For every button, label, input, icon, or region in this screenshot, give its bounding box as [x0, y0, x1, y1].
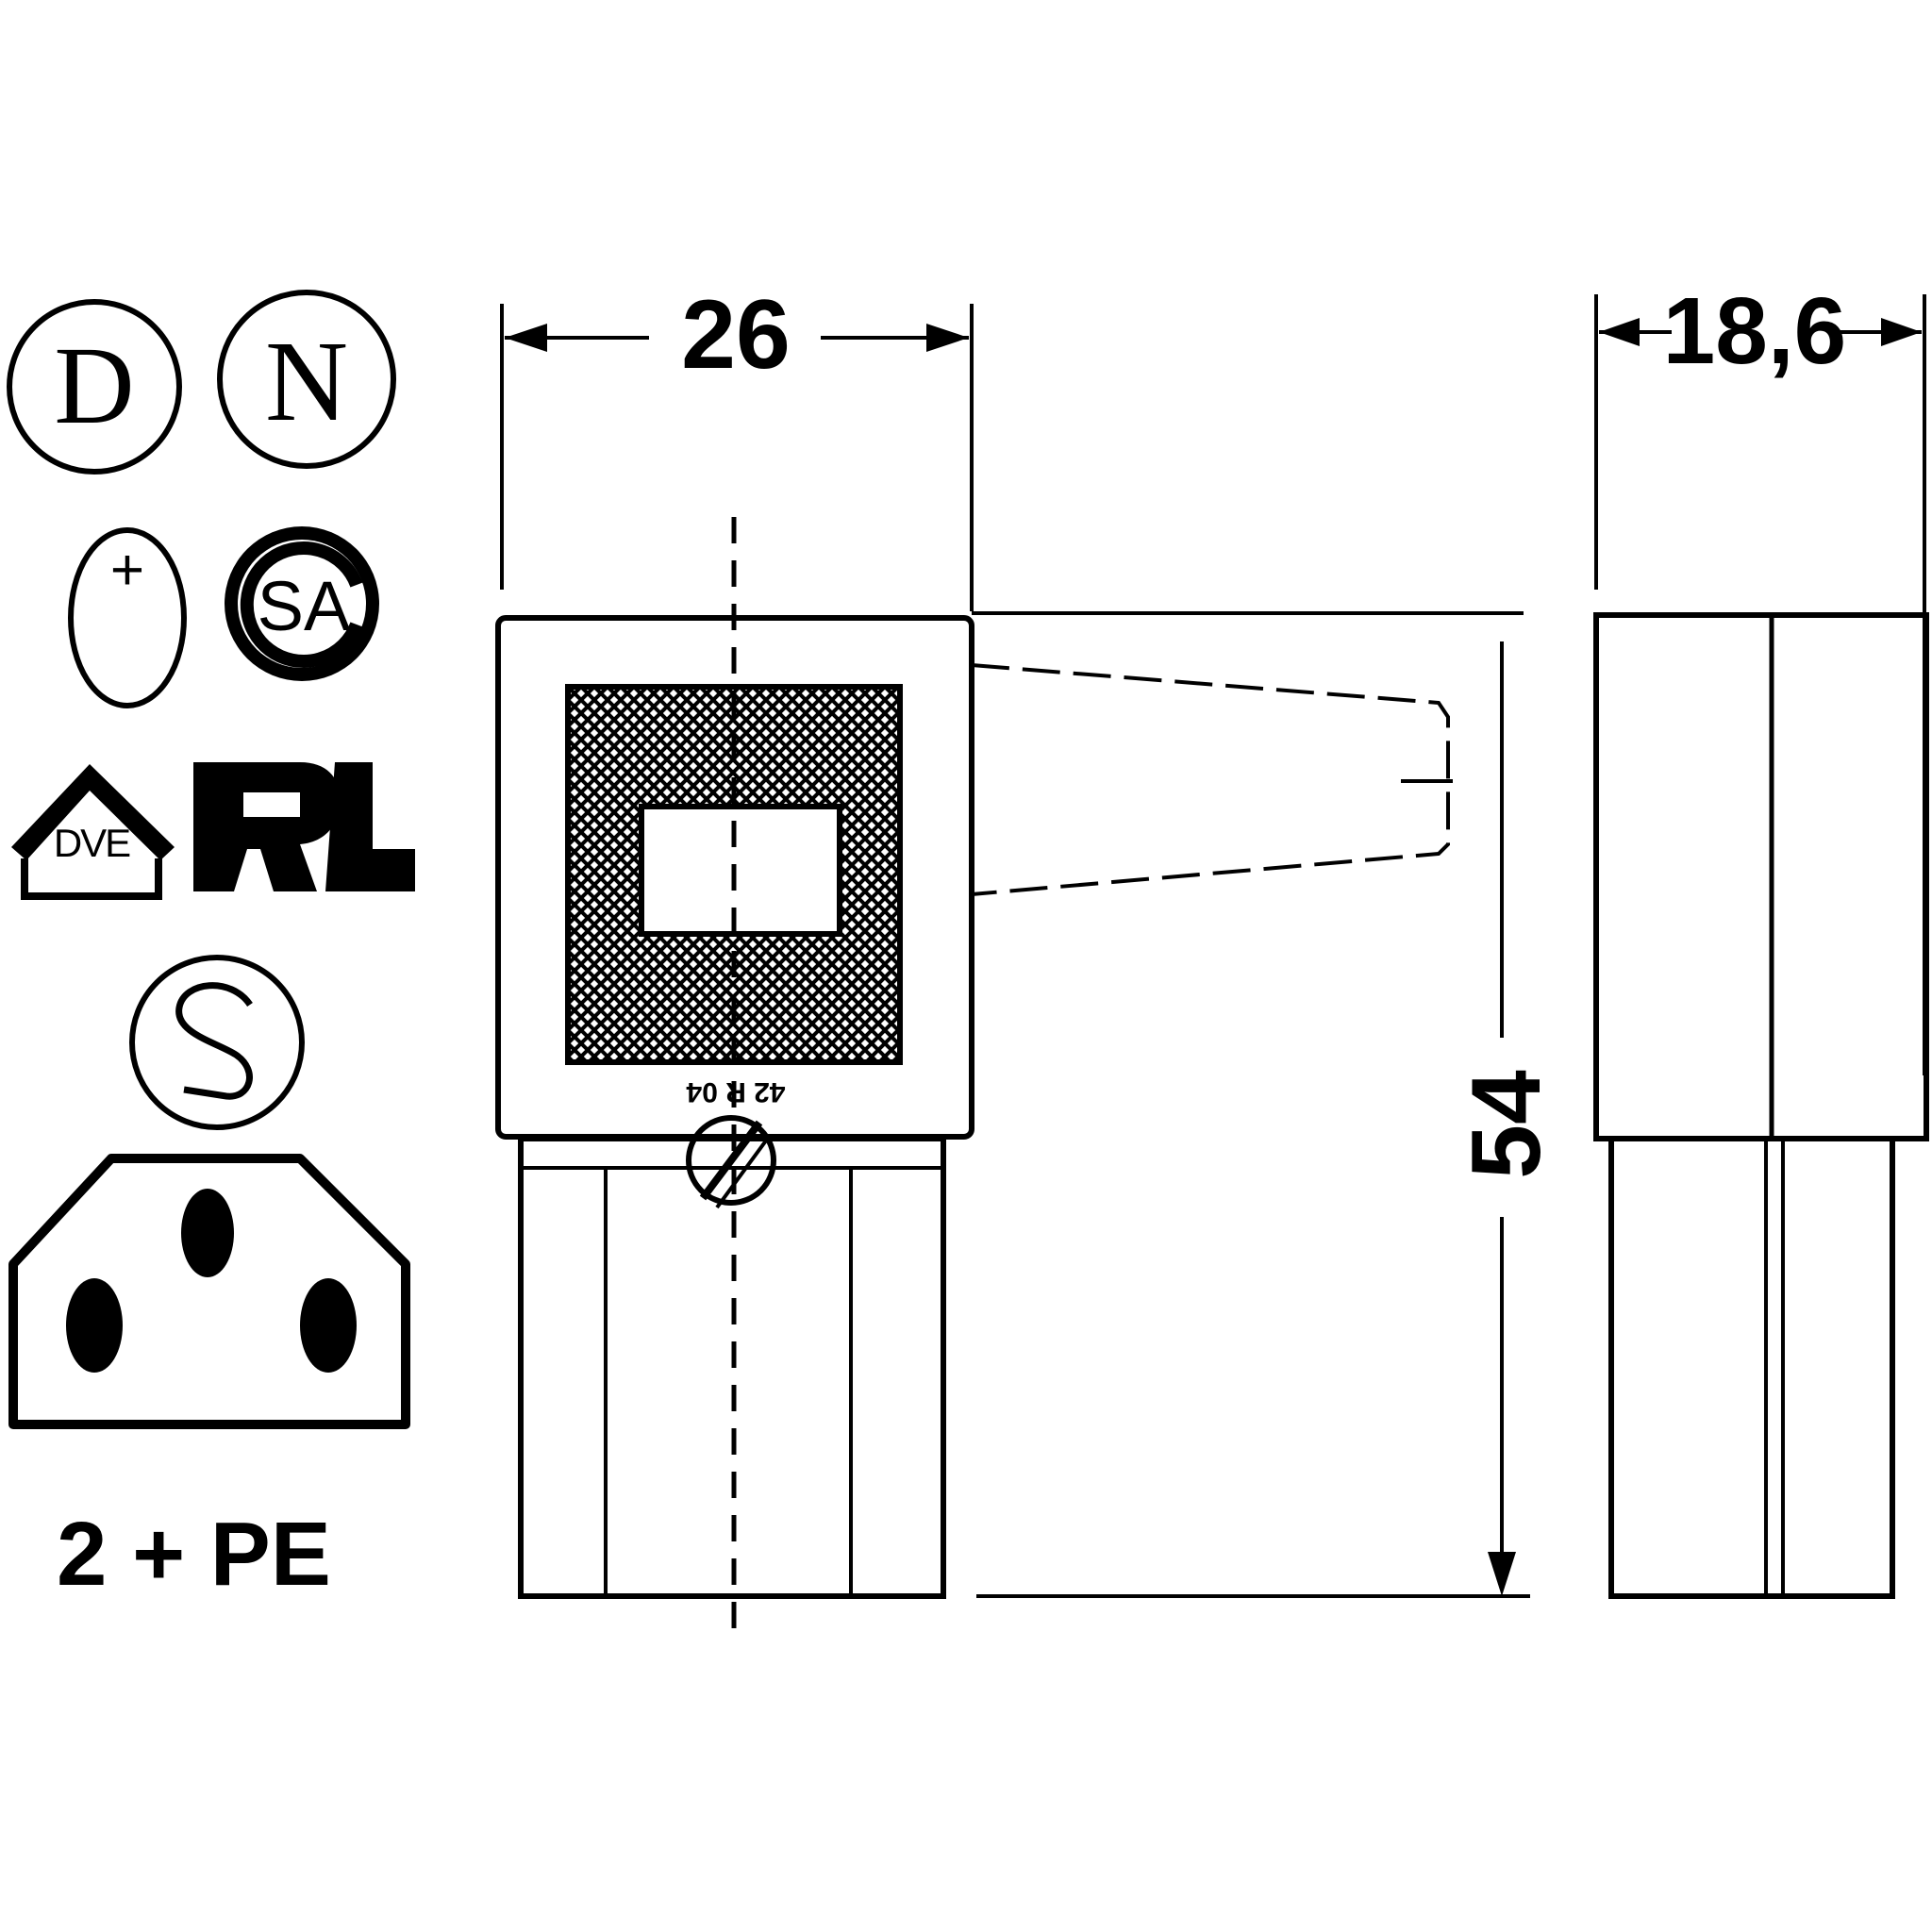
side-housing-body: [1593, 612, 1929, 1141]
csa-mark-logo: SA: [225, 526, 379, 681]
dimension-height-54-text: 54: [1452, 1070, 1561, 1179]
s-plus-mark-letter: S: [100, 596, 156, 690]
socket-right-pin-hole: [300, 1278, 357, 1373]
socket-left-pin-hole: [66, 1278, 123, 1373]
s-plus-mark-plus: +: [110, 538, 144, 603]
vde-mark-logo: DVE: [11, 764, 175, 900]
csa-mark-letters: SA: [258, 567, 351, 645]
screw-icon: [686, 1115, 776, 1209]
s-plus-mark-logo: +: [68, 527, 187, 708]
dimension-width-18-6-text: 18,6: [1663, 278, 1847, 384]
d-mark-logo: D: [7, 299, 182, 475]
certification-marks: D N + SA DVE: [7, 290, 415, 1605]
ul-mark-logo: [193, 762, 415, 891]
dimension-width-26-text: 26: [681, 280, 791, 390]
side-plug-insert: [1608, 1136, 1895, 1599]
front-view: 26 42 R 04: [495, 280, 1561, 1643]
pin-configuration-label: 2 + PE: [57, 1504, 331, 1605]
d-mark-letter: D: [54, 324, 134, 447]
n-mark-letter: N: [265, 318, 348, 445]
socket-face: [8, 1154, 410, 1429]
vde-mark-letters: DVE: [54, 821, 130, 865]
dimension-width-26: 26: [500, 280, 974, 611]
dimension-height-54: 54: [972, 611, 1561, 1598]
dimension-width-18-6: 18,6: [1594, 278, 1926, 1075]
side-view: 18,6: [1593, 278, 1929, 1599]
n-mark-logo: N: [217, 290, 396, 469]
cable-outlet-phantom: [971, 663, 1453, 896]
s-mark-logo: [129, 955, 305, 1130]
socket-earth-pin-hole: [181, 1189, 234, 1277]
